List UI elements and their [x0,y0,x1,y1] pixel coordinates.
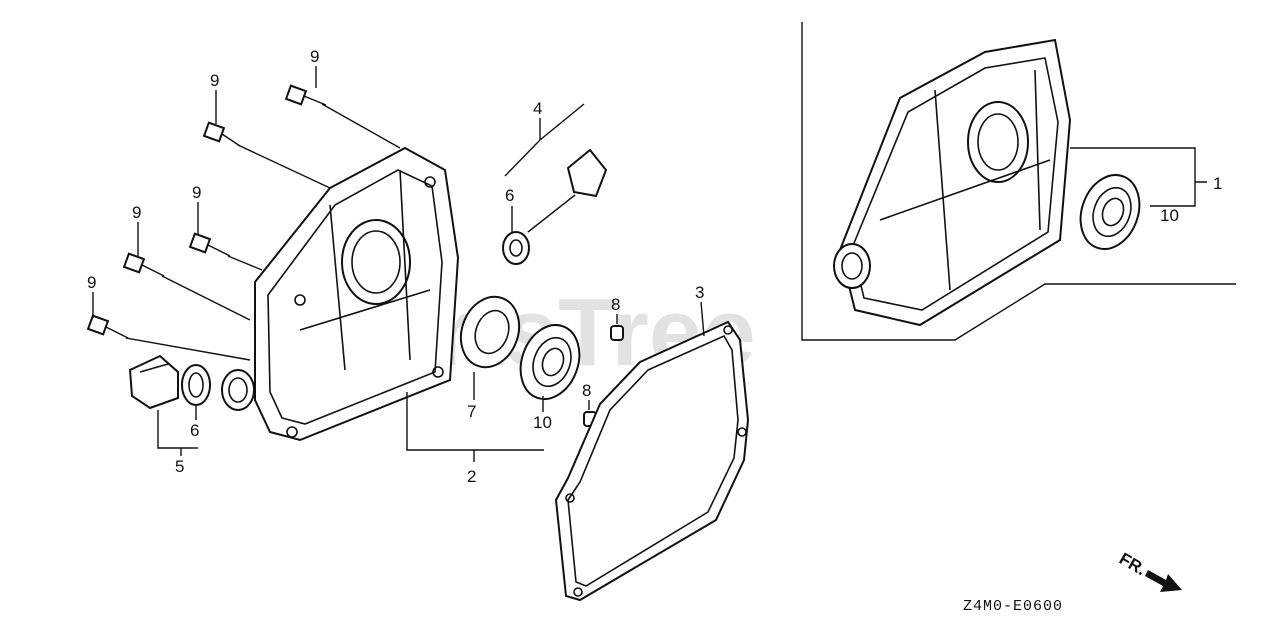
ball-bearing-10 [519,324,581,400]
callout-10-main: 10 [533,413,552,432]
callout-8-upper: 8 [611,295,620,314]
bolt-9a [284,84,327,106]
inset-ball-bearing-10 [1079,174,1141,250]
inset-frame [801,22,1236,341]
front-arrow-icon [1145,570,1182,592]
o-ring-6-left [181,364,211,406]
cover-filler-port [221,369,255,411]
oil-level-gauge-4 [527,148,608,233]
bolt-9b [202,121,241,147]
diagram-code: Z4M0-E0600 [963,598,1063,615]
callout-7: 7 [467,402,476,421]
callout-9b: 9 [210,71,219,90]
callout-8-lower: 8 [582,381,591,400]
callout-9e: 9 [87,273,96,292]
oil-seal-7 [459,295,521,369]
dowel-pin-8a [610,325,624,341]
oil-filler-cap-5 [128,354,179,410]
callout-5: 5 [175,457,184,476]
callout-9c: 9 [192,183,201,202]
front-direction-marker: FR. [1116,549,1182,592]
inset-crankcase-cover [833,38,1072,327]
o-ring-6-gauge [502,231,530,265]
callout-labels: 1 2 3 4 5 6 6 7 8 8 9 9 9 9 9 10 10 [87,47,1222,486]
callout-9a: 9 [310,47,319,66]
callout-6-left: 6 [190,421,199,440]
gasket-3 [554,320,750,602]
callout-1: 1 [1213,174,1222,193]
crankcase-cover [254,146,460,442]
callout-2: 2 [467,467,476,486]
callout-4: 4 [533,99,542,118]
bolt-9d [122,252,165,277]
bolt-9e [86,314,129,339]
callout-3: 3 [695,283,704,302]
bolt-9c [188,232,231,257]
front-label: FR. [1116,549,1149,579]
callout-9d: 9 [132,203,141,222]
callout-6-gauge: 6 [505,186,514,205]
callout-10-inset: 10 [1160,206,1179,225]
leader-lines [92,66,1207,462]
